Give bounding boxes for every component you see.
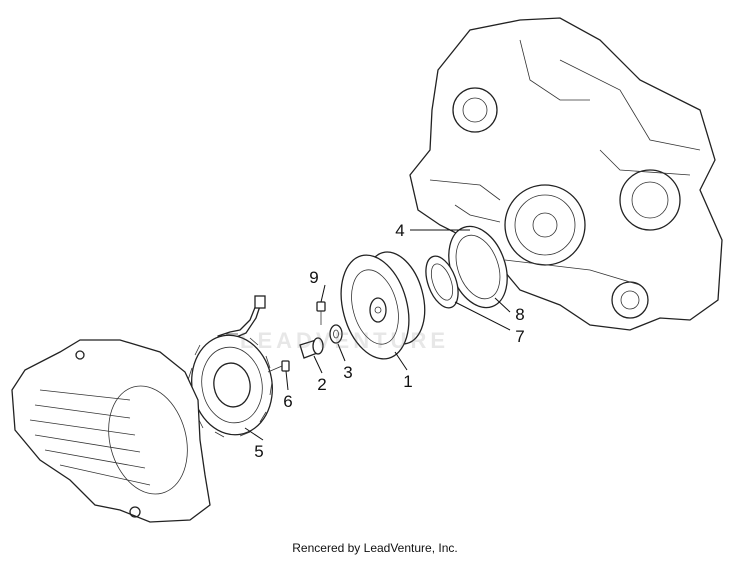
leader-lines: [244, 229, 511, 441]
callout-4: 4: [395, 221, 404, 240]
callout-3: 3: [343, 363, 352, 382]
callout-1: 1: [403, 372, 412, 391]
callout-6: 6: [283, 392, 292, 411]
bolt-drawing: [267, 360, 290, 373]
bearing-drawing: [425, 255, 459, 309]
callout-labels: 1 2 3 4 5 6 7 8 9: [254, 221, 524, 461]
washer-drawing: [329, 324, 343, 344]
screw-drawing: [316, 301, 326, 325]
gear-ring-drawing: [448, 225, 508, 309]
watermark-logo: LEADVENTURE: [240, 328, 450, 353]
flywheel-rotor-drawing: [340, 251, 426, 360]
stator-coil-drawing: [187, 295, 273, 438]
callout-8: 8: [515, 305, 524, 324]
side-cover-drawing: [11, 339, 211, 523]
callout-7: 7: [515, 327, 524, 346]
callout-5: 5: [254, 442, 263, 461]
footer-credit: Rencered by LeadVenture, Inc.: [292, 541, 458, 555]
spacer-drawing: [299, 337, 324, 359]
callout-2: 2: [317, 375, 326, 394]
callout-9: 9: [309, 268, 318, 287]
